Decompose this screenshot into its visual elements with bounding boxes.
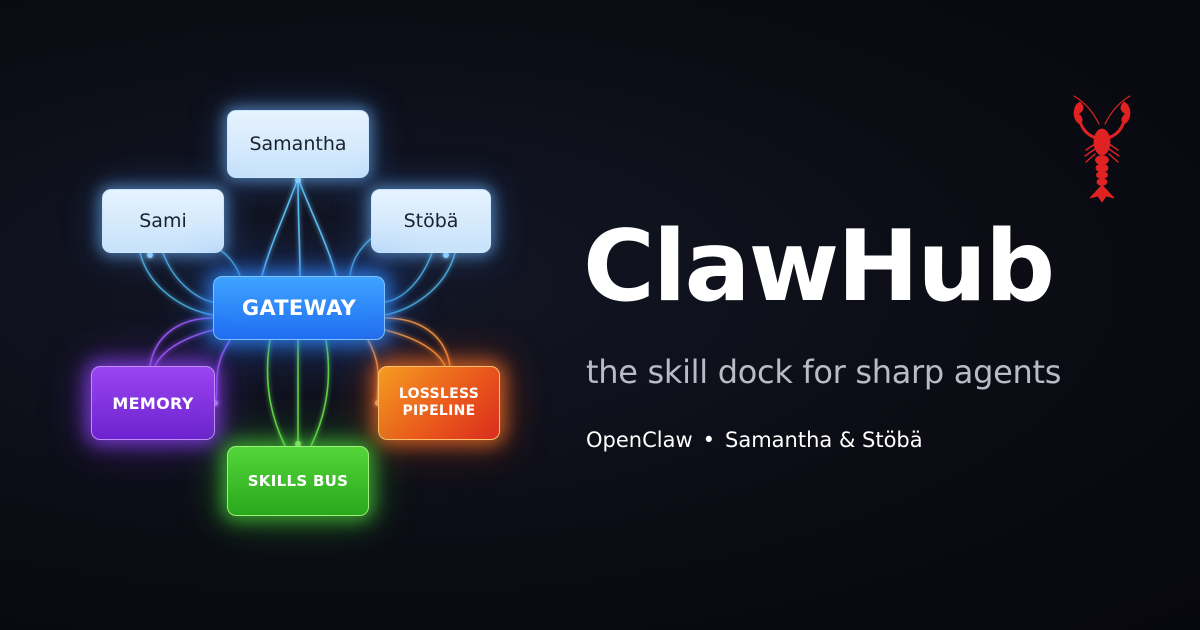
node-label: MEMORY	[112, 393, 194, 413]
node-label: GATEWAY	[241, 296, 357, 320]
node-label-line1: LOSSLESS	[398, 385, 480, 402]
authors: Samantha & Stöbä	[725, 428, 923, 452]
lobster-icon	[1073, 95, 1131, 203]
connector-gateway-memory	[149, 317, 231, 403]
node-label-line2: PIPELINE	[402, 403, 476, 419]
node-label: SKILLS BUS	[247, 472, 349, 490]
diagram-node-memory: MEMORY	[91, 366, 215, 440]
org-name: OpenClaw	[586, 428, 693, 452]
diagram-node-skills-bus: SKILLS BUS	[227, 446, 369, 516]
brand-tagline: the skill dock for sharp agents	[586, 353, 1062, 391]
diagram-node-stoba: Stöbä	[371, 189, 491, 253]
diagram-node-sami: Sami	[102, 189, 224, 253]
credits-separator: •	[702, 428, 716, 452]
diagram-node-gateway: GATEWAY	[213, 276, 385, 340]
node-label: Sami	[139, 210, 187, 232]
node-label: Stöbä	[403, 210, 459, 232]
brand-credits: OpenClaw • Samantha & Stöbä	[586, 430, 1146, 451]
node-label: Samantha	[249, 133, 347, 155]
brand-title: ClawHub	[583, 210, 1055, 324]
connector-gateway-skills	[266, 339, 330, 447]
diagram-node-samantha: Samantha	[227, 110, 369, 178]
connector-samantha-gateway	[261, 177, 337, 277]
diagram-node-lossless-pipeline: LOSSLESS PIPELINE	[378, 366, 500, 440]
